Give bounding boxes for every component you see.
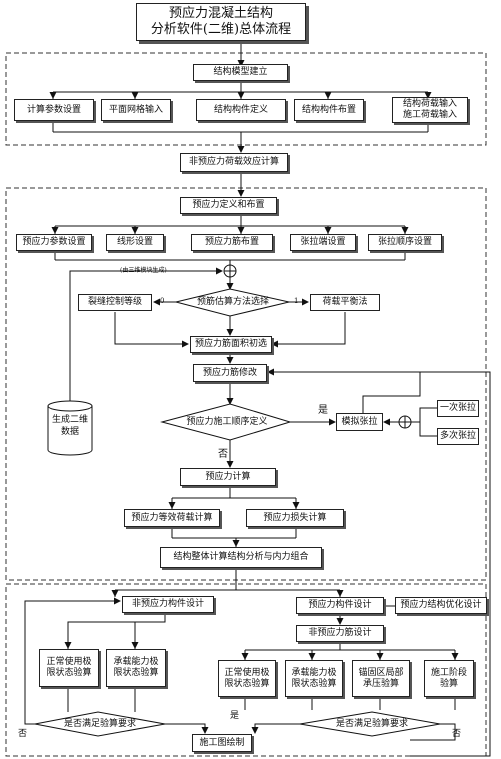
left-check-normal-box: 正常使用极 限状态验算: [39, 649, 99, 687]
no-label-left: 否: [18, 729, 28, 739]
construction-order-text: 预应力施工顺序定义: [186, 416, 268, 427]
tension-end-box: 张拉端设置: [290, 234, 356, 251]
construction-order-diamond: [160, 403, 292, 441]
initial-area-box: 预应力筋面积初选: [190, 336, 272, 353]
drawing-box: 施工图绘制: [192, 734, 252, 752]
plane-grid-box: 平面网格输入: [101, 99, 171, 121]
branch-right-label: 1: [294, 297, 299, 305]
simulate-tension-box: 模拟张拉: [336, 413, 383, 431]
method-select-diamond: [175, 288, 290, 317]
member-define-box: 结构构件定义: [196, 99, 286, 121]
right-check-capacity-box: 承载能力极 限状态验算: [285, 660, 343, 697]
crack-control-box: 裂缝控制等级: [78, 294, 152, 311]
non-prestress-rebar-box: 非预应力筋设计: [296, 625, 384, 642]
right-check-anchorage-box: 锚固区局部 承压验算: [352, 660, 410, 697]
prestress-params-box: 预应力参数设置: [16, 234, 92, 251]
left-check-capacity-box: 承载能力极 限状态验算: [106, 649, 166, 687]
check-right-text: 是否满足验算要求: [335, 718, 408, 729]
load-balance-box: 荷载平衡法: [310, 294, 380, 311]
page-title: 预应力混凝土结构 分析软件(二维)总体流程: [136, 3, 306, 41]
no-label-tension: 否: [218, 449, 228, 460]
tendon-layout-box: 预应力筋布置: [191, 234, 273, 251]
load-input-box: 结构荷载输入 施工荷载输入: [392, 97, 468, 123]
tension-order-box: 张拉顺序设置: [368, 234, 442, 251]
section-prestress-frame: [5, 187, 487, 581]
check-left-diamond: [34, 711, 166, 737]
non-prestress-load-calc-box: 非预应力荷载效应计算: [180, 153, 288, 172]
model-build-box: 结构模型建立: [193, 64, 288, 81]
check-right-diamond: [299, 711, 441, 737]
prestress-define-box: 预应力定义和布置: [180, 197, 277, 214]
yes-label-design: 是: [230, 711, 240, 721]
generate-2d-database-icon: [47, 400, 93, 456]
section-design-frame: [5, 583, 487, 757]
method-select-text: 预筋估算方法选择: [196, 296, 269, 307]
right-check-construction-box: 施工阶段 验算: [424, 660, 474, 697]
check-left-text: 是否满足验算要求: [63, 718, 136, 729]
single-tension-box: 一次张拉: [437, 400, 479, 417]
generate-2d-label: 生成二维数据: [52, 415, 89, 437]
right-check-normal-box: 正常使用极 限状态验算: [218, 660, 276, 697]
section-modeling-frame: [5, 52, 487, 146]
calc-params-box: 计算参数设置: [14, 99, 94, 121]
equivalent-load-box: 预应力等效荷载计算: [124, 509, 220, 527]
no-label-right: 否: [452, 729, 462, 739]
non-prestress-design-box: 非预应力构件设计: [122, 596, 214, 613]
prestress-calc-box: 预应力计算: [180, 468, 276, 486]
loss-calc-box: 预应力损失计算: [246, 509, 344, 527]
branch-left-label: 0: [160, 297, 165, 305]
from-3d-note: (由三维模块生成): [120, 267, 167, 274]
line-shape-box: 线形设置: [106, 234, 164, 251]
tendon-modify-box: 预应力筋修改: [193, 364, 267, 382]
prestress-design-box: 预应力构件设计: [296, 597, 384, 614]
overall-calc-box: 结构整体计算结构分析与内力组合: [160, 547, 322, 568]
optimization-box: 预应力结构优化设计: [395, 597, 487, 614]
member-layout-box: 结构构件布置: [294, 99, 364, 121]
yes-label-tension: 是: [318, 405, 328, 416]
multi-tension-box: 多次张拉: [437, 428, 479, 445]
